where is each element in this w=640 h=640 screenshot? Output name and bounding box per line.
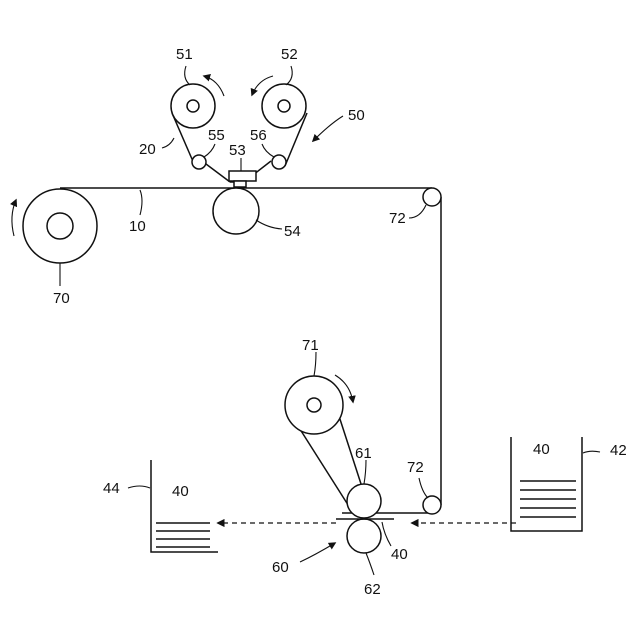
- film-roll-71: [285, 376, 343, 434]
- ref-label-72-top: 72: [389, 210, 406, 227]
- ref-label-10: 10: [129, 218, 146, 235]
- supply-roll-70: [23, 189, 97, 263]
- ribbon-roll-51: [171, 84, 215, 128]
- ref-label-40-tray42: 40: [533, 441, 550, 458]
- ref-label-60: 60: [272, 559, 289, 576]
- guide-roller-72-bottom: [423, 496, 441, 514]
- heater-head-53: [229, 171, 256, 187]
- guide-roller-55: [192, 155, 206, 169]
- ref-label-44: 44: [103, 480, 120, 497]
- guide-roller-56: [272, 155, 286, 169]
- ref-label-56: 56: [250, 127, 267, 144]
- ref-label-61: 61: [355, 445, 372, 462]
- ref-label-50: 50: [348, 107, 365, 124]
- ref-label-53: 53: [229, 142, 246, 159]
- pressure-roller-62: [347, 519, 381, 553]
- ref-label-70: 70: [53, 290, 70, 307]
- ref-label-62: 62: [364, 581, 381, 598]
- ref-label-72-bottom: 72: [407, 459, 424, 476]
- sheet-tray-44: [151, 460, 218, 552]
- ref-label-71: 71: [302, 337, 319, 354]
- unit-arrow-60: [300, 543, 335, 562]
- unit-arrow-50: [313, 116, 343, 141]
- platen-roller-54: [213, 188, 259, 234]
- ref-label-52: 52: [281, 46, 298, 63]
- ref-label-40-tray44: 40: [172, 483, 189, 500]
- ref-label-42: 42: [610, 442, 627, 459]
- web-10-path: [60, 188, 441, 513]
- guide-roller-72-top: [423, 188, 441, 206]
- rotation-arrow-70: [12, 200, 16, 236]
- ref-label-40-nip: 40: [391, 546, 408, 563]
- pressure-roller-61: [347, 484, 381, 518]
- ref-label-55: 55: [208, 127, 225, 144]
- ref-label-54: 54: [284, 223, 301, 240]
- ref-label-51: 51: [176, 46, 193, 63]
- ref-label-20: 20: [139, 141, 156, 158]
- ribbon-roll-52: [262, 84, 306, 128]
